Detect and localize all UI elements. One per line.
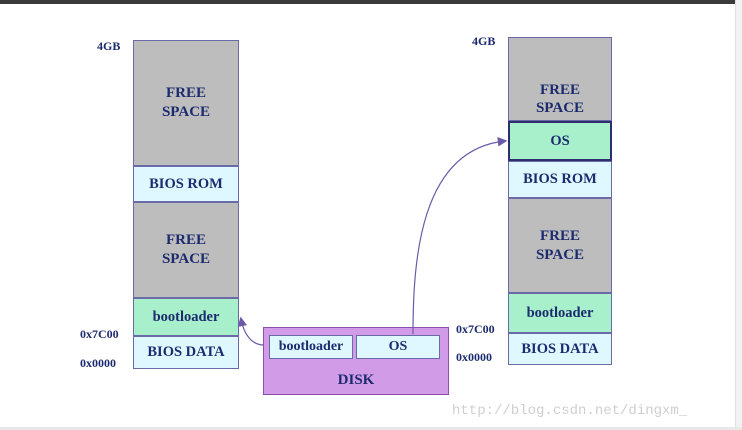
- right-free-space-top: FREE SPACE: [508, 37, 612, 121]
- left-0x7c00-address: 0x7C00: [80, 327, 119, 341]
- window-top-border: [0, 0, 742, 4]
- watermark: http://blog.csdn.net/dingxm_: [452, 403, 688, 419]
- right-free-space-middle: FREE SPACE: [508, 198, 612, 293]
- left-bios-data: BIOS DATA: [133, 336, 239, 369]
- right-bios-rom: BIOS ROM: [508, 161, 612, 198]
- right-bootloader: bootloader: [508, 293, 612, 333]
- left-free-space-middle: FREE SPACE: [133, 202, 239, 298]
- right-os: OS: [508, 121, 612, 161]
- os-load-arrow: [412, 136, 508, 335]
- bootloader-load-arrow: [237, 316, 265, 346]
- right-0x0000-address: 0x0000: [456, 350, 492, 364]
- disk-os-cell: OS: [356, 335, 440, 359]
- left-0x0000-address: 0x0000: [80, 356, 116, 370]
- left-4gb-address: 4GB: [97, 39, 121, 53]
- right-4gb-address: 4GB: [472, 34, 496, 48]
- window-right-edge: [735, 0, 742, 430]
- left-bios-rom: BIOS ROM: [133, 166, 239, 202]
- right-bios-data: BIOS DATA: [508, 333, 612, 365]
- disk-bootloader-cell: bootloader: [269, 335, 353, 359]
- window-bottom-edge: [0, 427, 742, 430]
- left-free-space-top: FREE SPACE: [133, 40, 239, 166]
- disk-label: DISK: [337, 372, 375, 388]
- right-0x7c00-address: 0x7C00: [456, 322, 495, 336]
- left-bootloader: bootloader: [133, 298, 239, 336]
- disk: bootloader OS DISK: [263, 327, 449, 395]
